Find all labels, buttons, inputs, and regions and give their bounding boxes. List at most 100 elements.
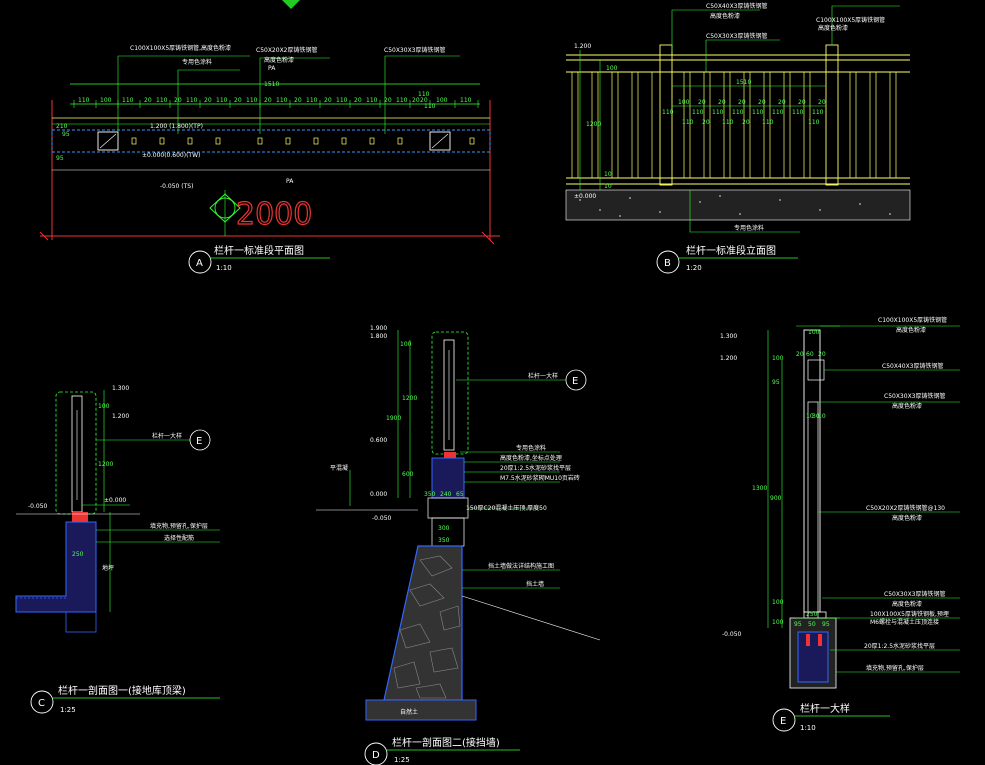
a-dim-16: 20 (324, 97, 332, 104)
c-dim-250: 250 (72, 551, 84, 558)
b-row-dim-5: 110 (712, 109, 724, 116)
a-label-pa: PA (268, 65, 276, 72)
b-row-dim-7: 110 (732, 109, 744, 116)
d-left-dim-1: 100 (400, 341, 412, 348)
a-dim-6: 20 (174, 97, 182, 104)
e-dim-2: 20 (796, 351, 804, 358)
north-marker (282, 0, 300, 9)
d-label-6: 平混凝 (330, 464, 348, 472)
a-label-3: C50X30X3厚铸铁钢管 (384, 46, 446, 54)
a-dim-4: 20 (144, 97, 152, 104)
panel-e-detail: 1.300 1.200 C100X100X5厚铸铁钢管 高度色粉漆 C50X40… (720, 316, 960, 732)
a-dim-22: 20 (412, 97, 420, 104)
c-right-dim-2: 1200 (98, 461, 113, 468)
d-dim-350b: 350 (438, 537, 450, 544)
d-dim-65: 65 (456, 491, 464, 498)
b-left-dim-3: 10 (604, 171, 612, 178)
a-dim-24: 20 (420, 97, 428, 104)
a-dim-20: 20 (384, 97, 392, 104)
b-top-dim: 1510 (736, 79, 751, 86)
d-level-5: -0.050 (372, 515, 392, 522)
a-dim-11: 110 (246, 97, 258, 104)
e-dim-6: 95 (772, 379, 780, 386)
a-total-dim: 1510 (264, 81, 279, 88)
e-dim-1: 100 (808, 329, 820, 336)
c-level-zero: ±0.000 (104, 497, 126, 504)
b-row-dim-10: 20 (758, 99, 766, 106)
d-level-4: 0.000 (370, 491, 387, 498)
b-label-1: C50X40X3厚铸铁钢管 (706, 2, 768, 10)
d-title: 栏杆一剖面图二(接挡墙) (392, 736, 500, 749)
d-title-circle (364, 742, 388, 765)
d-scale: 1:25 (394, 756, 410, 764)
b-row-dim-17: 110 (682, 119, 694, 126)
b-row-dim-21: 110 (762, 119, 774, 126)
b-row-dim-12: 20 (778, 99, 786, 106)
b-row-dim-14: 20 (798, 99, 806, 106)
b-label-4: 高度色粉漆 (710, 12, 740, 20)
d-dim-350: 350 (424, 491, 436, 498)
a-title-circle (188, 250, 212, 274)
a-label-1: C100X100X5厚铸铁钢管,高度色粉漆 (130, 44, 231, 52)
e-dim-15: 50 (808, 621, 816, 628)
d-note-3: 20厚1:2.5水泥砂浆找平层 (500, 464, 571, 472)
c-level-neg: -0.050 (28, 503, 48, 510)
e-note-13: 填充物,预留孔,保护层 (866, 664, 924, 672)
c-note-1: 填充物,预留孔,保护层 (150, 522, 208, 530)
a-title: 栏杆一标准段平面图 (214, 244, 304, 257)
e-title-circle (772, 708, 796, 732)
e-dim-13: 100 (772, 619, 784, 626)
b-title: 栏杆一标准段立面图 (686, 244, 776, 257)
d-level-2: 1.800 (370, 333, 387, 340)
a-scale: 1:10 (216, 264, 232, 272)
a-dim-10: 20 (234, 97, 242, 104)
a-title-letter: A (196, 258, 203, 269)
e-note-12: 20厚1:2.5水泥砂浆找平层 (864, 642, 935, 650)
d-left-dim-4: 600 (402, 471, 414, 478)
d-note-1: 专用色涂料 (516, 444, 546, 452)
b-row-dim-18: 20 (702, 119, 710, 126)
b-row-dim-8: 20 (738, 99, 746, 106)
e-note-11: M6螺栓与混凝土压顶连接 (870, 618, 939, 626)
b-scale: 1:20 (686, 264, 702, 272)
a-dim-13: 110 (276, 97, 288, 104)
e-note-7: 高度色粉漆 (892, 514, 922, 522)
c-title-circle (30, 690, 54, 714)
d-level-1: 1.900 (370, 325, 387, 332)
a-dim-12: 20 (264, 97, 272, 104)
a-label-pa2: PA (286, 178, 294, 185)
b-row-dim-20: 20 (742, 119, 750, 126)
panel-d-section: E 1.900 1.800 栏杆一大样 0.600 0.000 -0.050 平… (316, 325, 601, 765)
e-note-3: C50X40X3厚铸铁钢管 (882, 362, 944, 370)
e-dim-14: 95 (794, 621, 802, 628)
b-level-zero: ±0.000 (574, 193, 596, 200)
a-dim-9: 110 (216, 97, 228, 104)
a-dim-27: 110 (460, 97, 472, 104)
panel-a-plan: C100X100X5厚铸铁钢管,高度色粉漆 C50X20X2厚铸铁钢管 C50X… (39, 44, 500, 274)
c-level-2: 1.200 (112, 413, 129, 420)
e-dim-10: 1300 (752, 485, 767, 492)
e-level-2: 1.200 (720, 355, 737, 362)
b-row-dim-22: 110 (808, 119, 820, 126)
b-title-letter: B (664, 258, 671, 269)
c-level-1: 1.300 (112, 385, 129, 392)
d-dim-240: 240 (440, 491, 452, 498)
c-ground: 地坪 (102, 564, 114, 572)
a-dim-5: 110 (156, 97, 168, 104)
a-dim-8: 20 (204, 97, 212, 104)
d-note-8: 自然土 (400, 708, 418, 716)
a-dim-21: 110 (396, 97, 408, 104)
a-dim-2: 100 (100, 97, 112, 104)
a-dim-26: 100 (436, 97, 448, 104)
e-note-9: 高度色粉漆 (892, 600, 922, 608)
e-note-2: 高度色粉漆 (896, 326, 926, 334)
e-dim-8: 30 (812, 413, 820, 420)
b-row-dim-2: 100 (678, 99, 690, 106)
b-label-6: 专用色涂料 (734, 224, 764, 232)
b-row-dim-13: 110 (792, 109, 804, 116)
e-level-3: -0.050 (722, 631, 742, 638)
a-dim-1: 110 (78, 97, 90, 104)
d-detail-ref: E (572, 376, 578, 387)
a-dim-14: 20 (294, 97, 302, 104)
